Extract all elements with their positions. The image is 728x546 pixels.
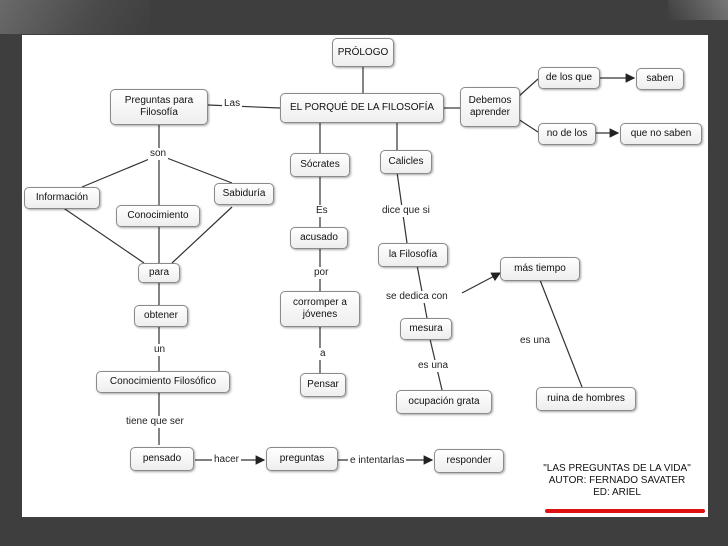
- node-mesura-label: mesura: [409, 323, 443, 334]
- node-socrates: Sócrates: [290, 153, 350, 177]
- link-label-es: Es: [314, 205, 330, 217]
- node-obtener: obtener: [134, 305, 188, 327]
- node-pensar-label: Pensar: [307, 379, 339, 390]
- node-para: para: [138, 263, 180, 283]
- node-ruina-hombres-label: ruina de hombres: [547, 393, 625, 404]
- node-conocimiento-filosofico: Conocimiento Filosófico: [96, 371, 230, 393]
- credits-underline: [545, 509, 705, 513]
- node-acusado: acusado: [290, 227, 348, 249]
- node-debemos-aprender: Debemos aprender: [460, 87, 520, 127]
- link-label-hacer: hacer: [212, 454, 242, 466]
- node-sabiduria: Sabiduría: [214, 183, 274, 205]
- link-label-por: por: [312, 267, 331, 279]
- credits-block: "LAS PREGUNTAS DE LA VIDA" AUTOR: FERNAD…: [542, 463, 692, 499]
- node-pensado: pensado: [130, 447, 194, 471]
- link-mastiempo-ruina: [539, 279, 583, 388]
- node-saben: saben: [636, 68, 684, 90]
- link-label-a: a: [318, 348, 328, 360]
- node-la-filosofia: la Filosofía: [378, 243, 448, 267]
- credits-editorial: ED: ARIEL: [593, 487, 641, 498]
- node-mas-tiempo: más tiempo: [500, 257, 580, 281]
- link-label-son: son: [148, 148, 169, 160]
- node-mesura: mesura: [400, 318, 452, 340]
- link-debemos-delosque: [517, 78, 539, 98]
- node-de-los-que: de los que: [538, 67, 600, 89]
- node-mas-tiempo-label: más tiempo: [514, 263, 566, 274]
- node-informacion: Información: [24, 187, 100, 209]
- node-responder: responder: [434, 449, 504, 473]
- node-preguntas-filosofia: Preguntas para Filosofía: [110, 89, 208, 125]
- node-pensar: Pensar: [300, 373, 346, 397]
- node-para-label: para: [148, 267, 169, 278]
- node-que-no-saben: que no saben: [620, 123, 702, 145]
- node-socrates-label: Sócrates: [300, 159, 340, 170]
- slide-corner-decoration-right: [668, 0, 728, 20]
- node-conocimiento: Conocimiento: [116, 205, 200, 227]
- node-porque-filosofia: EL PORQUÉ DE LA FILOSOFÍA: [280, 93, 444, 123]
- node-no-de-los-label: no de los: [546, 128, 588, 139]
- concept-map-slide: PRÓLOGO EL PORQUÉ DE LA FILOSOFÍA Pregun…: [22, 35, 708, 517]
- node-ocupacion-grata-label: ocupación grata: [408, 396, 480, 407]
- credits-title: "LAS PREGUNTAS DE LA VIDA": [543, 463, 691, 474]
- node-ruina-hombres: ruina de hombres: [536, 387, 636, 411]
- link-sabiduria-para: [171, 206, 233, 264]
- node-de-los-que-label: de los que: [545, 72, 593, 83]
- link-informacion-para: [61, 206, 145, 264]
- link-label-e-intentarlas: e intentarlas: [348, 455, 407, 467]
- node-informacion-label: Información: [35, 192, 89, 203]
- node-saben-label: saben: [646, 73, 674, 84]
- node-acusado-label: acusado: [300, 232, 338, 243]
- node-preguntas-label: preguntas: [279, 453, 325, 464]
- node-ocupacion-grata: ocupación grata: [396, 390, 492, 414]
- arrow-mastiempo: [461, 272, 502, 294]
- node-que-no-saben-label: que no saben: [630, 128, 692, 139]
- link-label-un: un: [152, 344, 168, 356]
- node-corromper-jovenes-label: corromper a jóvenes: [293, 297, 347, 320]
- link-label-dice-que-si: dice que si: [380, 205, 432, 217]
- link-debemos-nodelos: [517, 118, 539, 133]
- node-prologo: PRÓLOGO: [332, 38, 394, 67]
- node-la-filosofia-label: la Filosofía: [388, 249, 438, 260]
- node-no-de-los: no de los: [538, 123, 596, 145]
- link-label-tiene-que-ser: tiene que ser: [124, 416, 186, 428]
- node-conocimiento-filosofico-label: Conocimiento Filosófico: [109, 376, 217, 387]
- link-label-es-una-1: es una: [416, 360, 451, 372]
- link-label-se-dedica-con: se dedica con: [384, 291, 450, 303]
- node-preguntas-filosofia-label: Preguntas para Filosofía: [124, 95, 194, 118]
- node-calicles: Calicles: [380, 150, 432, 174]
- slide-corner-decoration: [0, 0, 150, 34]
- node-responder-label: responder: [446, 455, 492, 466]
- node-porque-filosofia-label: EL PORQUÉ DE LA FILOSOFÍA: [289, 102, 435, 113]
- node-corromper-jovenes: corromper a jóvenes: [280, 291, 360, 327]
- node-calicles-label: Calicles: [388, 156, 424, 167]
- link-porque-preguntas: [207, 104, 281, 109]
- node-pensado-label: pensado: [142, 453, 182, 464]
- link-label-las: Las: [222, 98, 243, 110]
- link-son-sabiduria: [158, 154, 233, 184]
- link-son-informacion: [81, 154, 160, 188]
- node-prologo-label: PRÓLOGO: [337, 46, 389, 58]
- node-sabiduria-label: Sabiduría: [222, 188, 266, 199]
- credits-author: AUTOR: FERNADO SAVATER: [548, 475, 686, 486]
- node-obtener-label: obtener: [144, 310, 178, 321]
- node-conocimiento-label: Conocimiento: [127, 210, 189, 221]
- node-debemos-aprender-label: Debemos aprender: [468, 95, 512, 118]
- link-label-es-una-2: es una: [518, 335, 553, 347]
- node-preguntas: preguntas: [266, 447, 338, 471]
